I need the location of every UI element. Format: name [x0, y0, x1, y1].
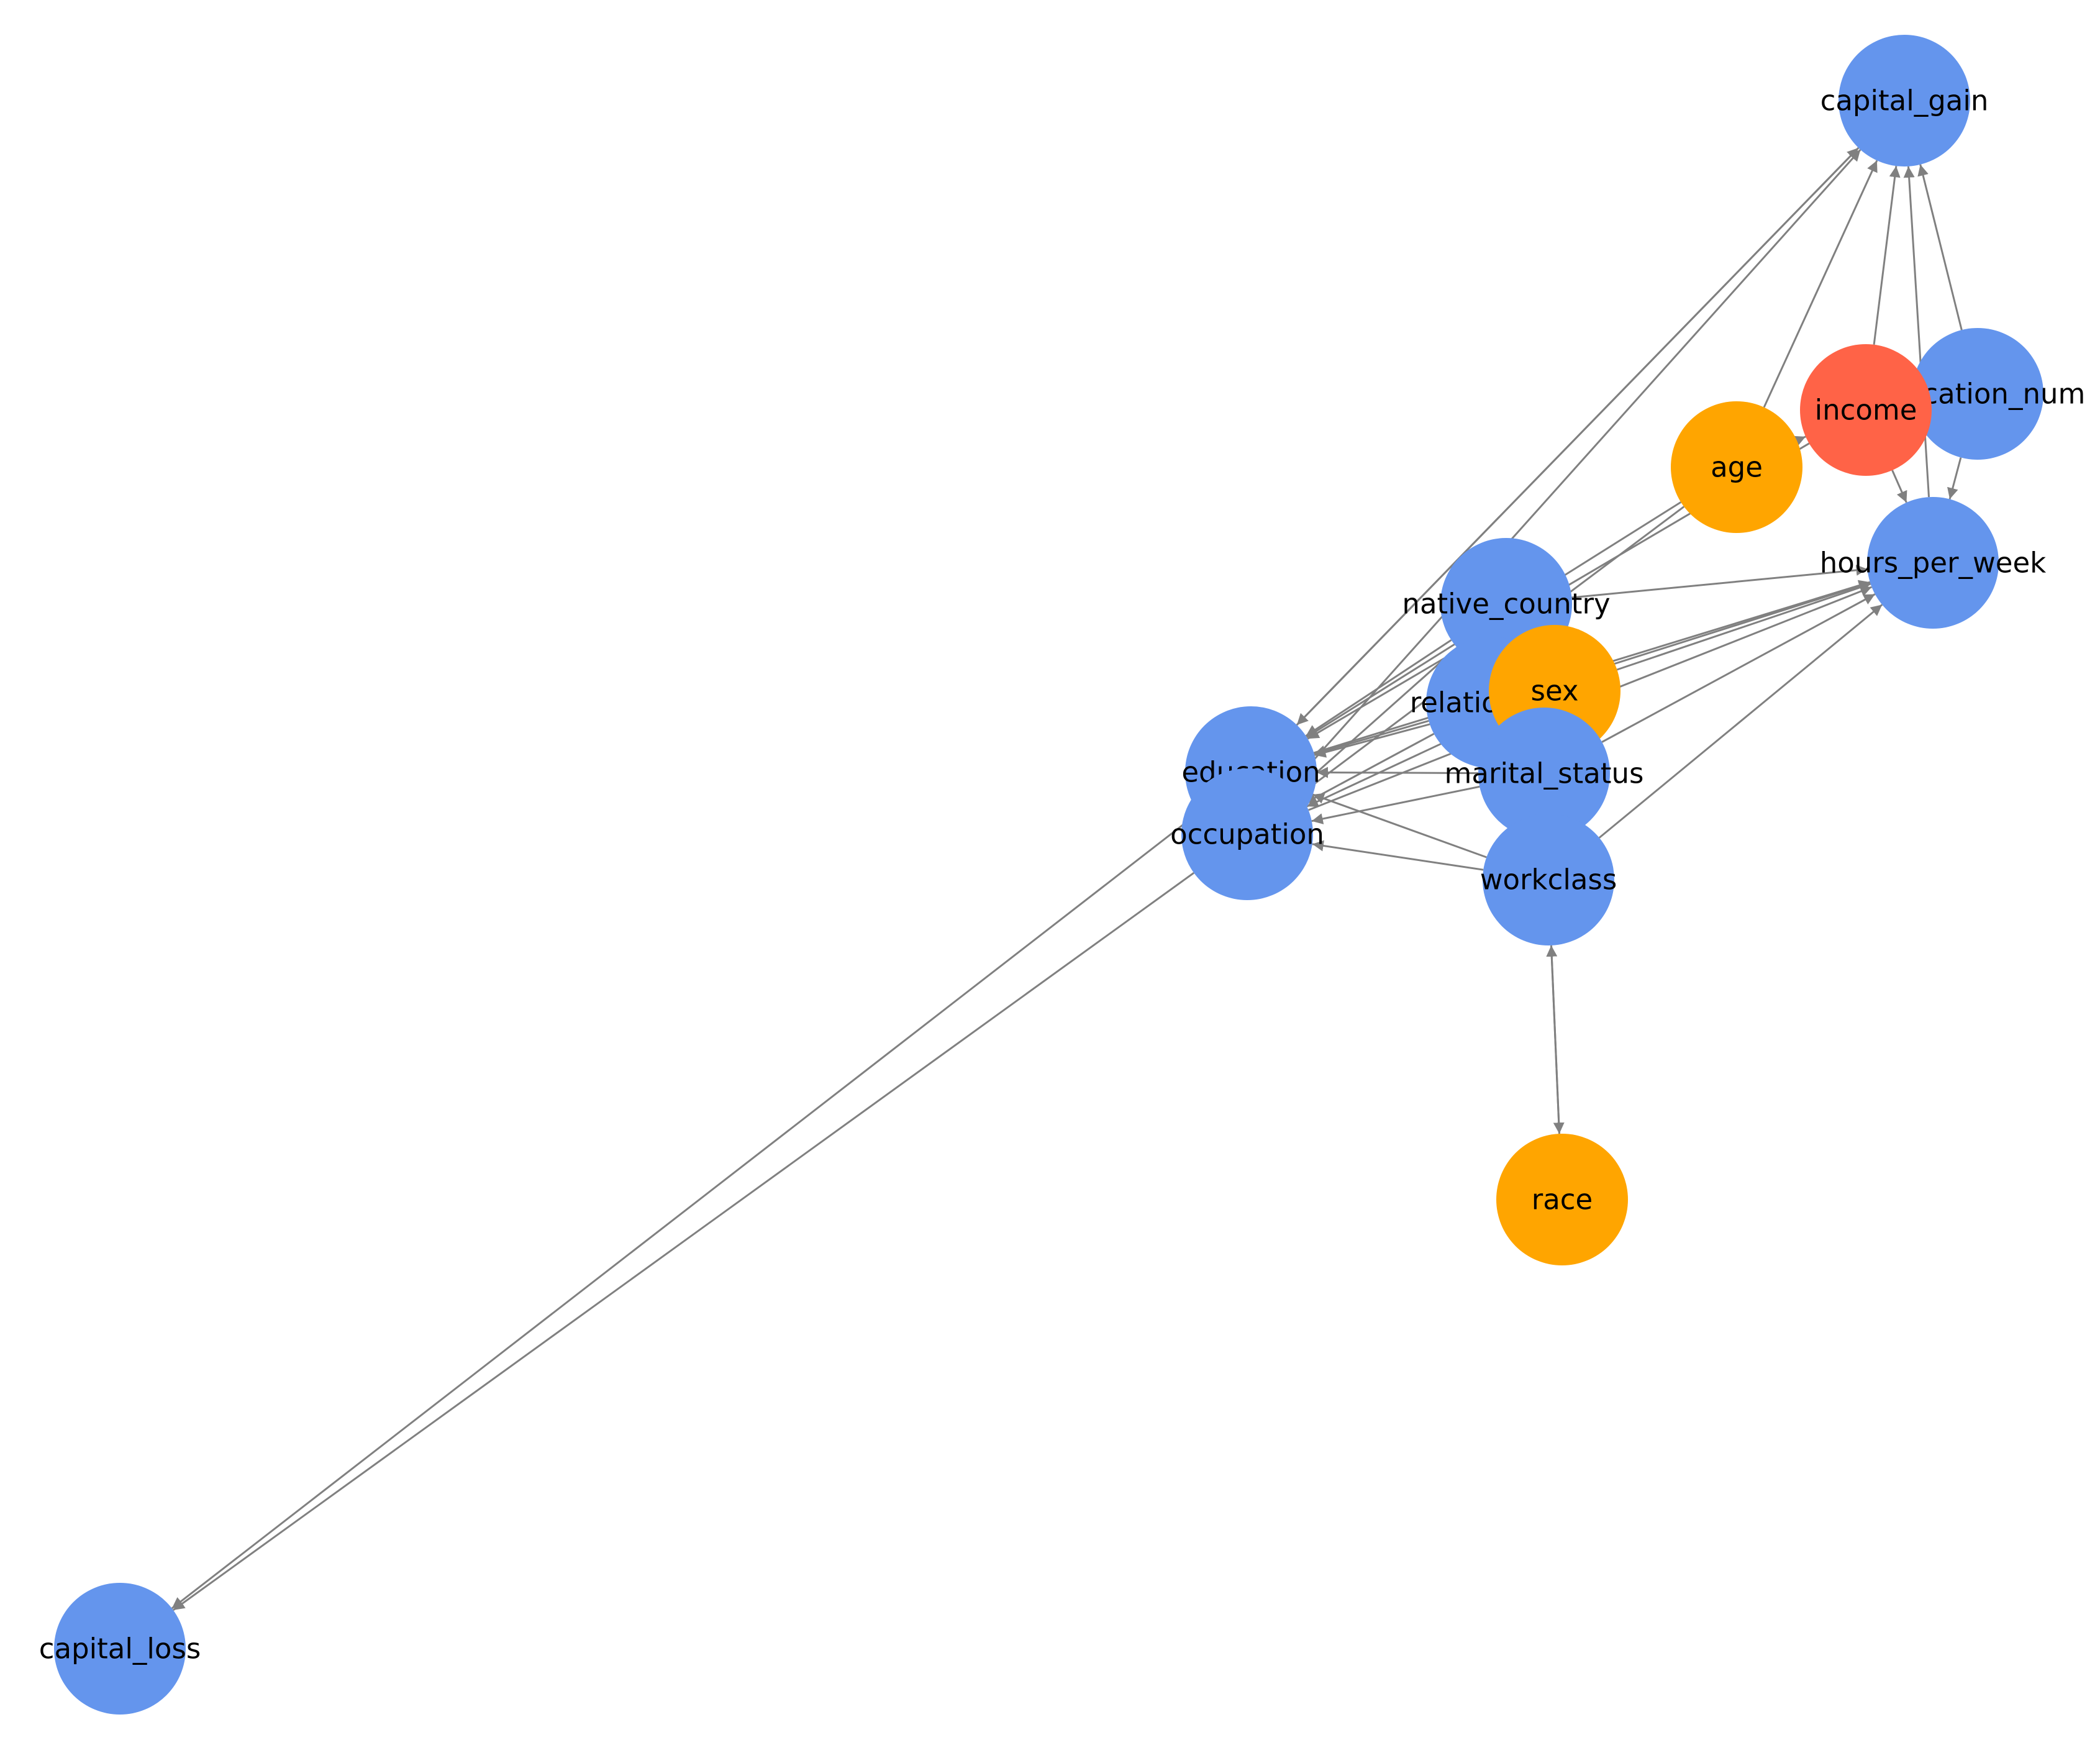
node-circle-capital_loss — [54, 1583, 186, 1715]
node-circle-capital_gain — [1839, 35, 1970, 166]
edge-education_num-to-hours_per_week — [1947, 457, 1962, 499]
node-circle-education_num — [1912, 328, 2043, 460]
node-capital_loss: capital_loss — [39, 1583, 201, 1715]
edge-race-to-workclass — [1546, 945, 1560, 1134]
node-circle-race — [1496, 1134, 1628, 1265]
node-workclass: workclass — [1480, 814, 1617, 945]
edge-native_country-to-occupation — [1296, 647, 1458, 791]
edge-marital_status-to-hours_per_week — [1601, 593, 1876, 743]
node-label-workclass: workclass — [1480, 863, 1617, 896]
node-circle-age — [1671, 401, 1802, 533]
edge-hours_per_week-to-capital_gain — [1903, 166, 1930, 498]
node-capital_gain: capital_gain — [1820, 35, 1989, 166]
node-label-capital_gain: capital_gain — [1820, 84, 1989, 117]
node-label-capital_loss: capital_loss — [39, 1633, 201, 1665]
edge-income-to-hours_per_week — [1891, 470, 1907, 503]
node-label-sex: sex — [1531, 675, 1579, 708]
edge-marital_status-to-occupation — [1311, 785, 1480, 824]
node-label-race: race — [1532, 1183, 1593, 1216]
edge-income-to-capital_gain — [1873, 166, 1901, 345]
edge-relationship-to-occupation — [1304, 732, 1435, 804]
node-marital_status: marital_status — [1445, 708, 1644, 839]
node-hours_per_week: hours_per_week — [1820, 497, 2047, 629]
edge-age-to-income — [1793, 435, 1806, 447]
edge-sex-to-hours_per_week — [1616, 582, 1871, 671]
node-label-native_country: native_country — [1402, 588, 1610, 621]
edge-workclass-to-occupation — [1312, 840, 1484, 871]
node-layer: capital_gaineducation_numincomeagehours_… — [39, 35, 2085, 1715]
edge-workclass-to-hours_per_week — [1598, 604, 1883, 839]
edge-age-to-capital_gain — [1763, 160, 1878, 408]
edge-workclass-to-education — [1312, 793, 1487, 859]
node-circle-hours_per_week — [1867, 497, 1999, 629]
edge-capital_gain-to-education — [1296, 147, 1860, 726]
edge-layer — [171, 147, 1963, 1611]
edge-occupation-to-capital_loss — [173, 872, 1194, 1611]
node-circle-income — [1800, 344, 1932, 476]
node-label-marital_status: marital_status — [1445, 757, 1644, 790]
node-label-income: income — [1815, 394, 1917, 427]
edge-education-to-capital_loss — [171, 811, 1200, 1610]
edge-occupation-to-capital_gain — [1290, 148, 1861, 786]
edge-marital_status-to-education — [1316, 767, 1479, 778]
node-race: race — [1496, 1134, 1628, 1265]
node-label-occupation: occupation — [1170, 818, 1324, 851]
node-label-age: age — [1711, 451, 1763, 484]
edge-native_country-to-hours_per_week — [1571, 564, 1868, 599]
node-circle-occupation — [1181, 768, 1313, 900]
node-age: age — [1671, 401, 1802, 533]
node-circle-marital_status — [1478, 708, 1610, 839]
edge-native_country-to-education — [1305, 639, 1452, 737]
edge-education_num-to-capital_gain — [1917, 164, 1963, 330]
node-occupation: occupation — [1170, 768, 1324, 900]
edge-relationship-to-education — [1314, 719, 1429, 757]
node-label-hours_per_week: hours_per_week — [1820, 547, 2047, 580]
node-circle-workclass — [1483, 814, 1614, 945]
node-income: income — [1800, 344, 1932, 476]
